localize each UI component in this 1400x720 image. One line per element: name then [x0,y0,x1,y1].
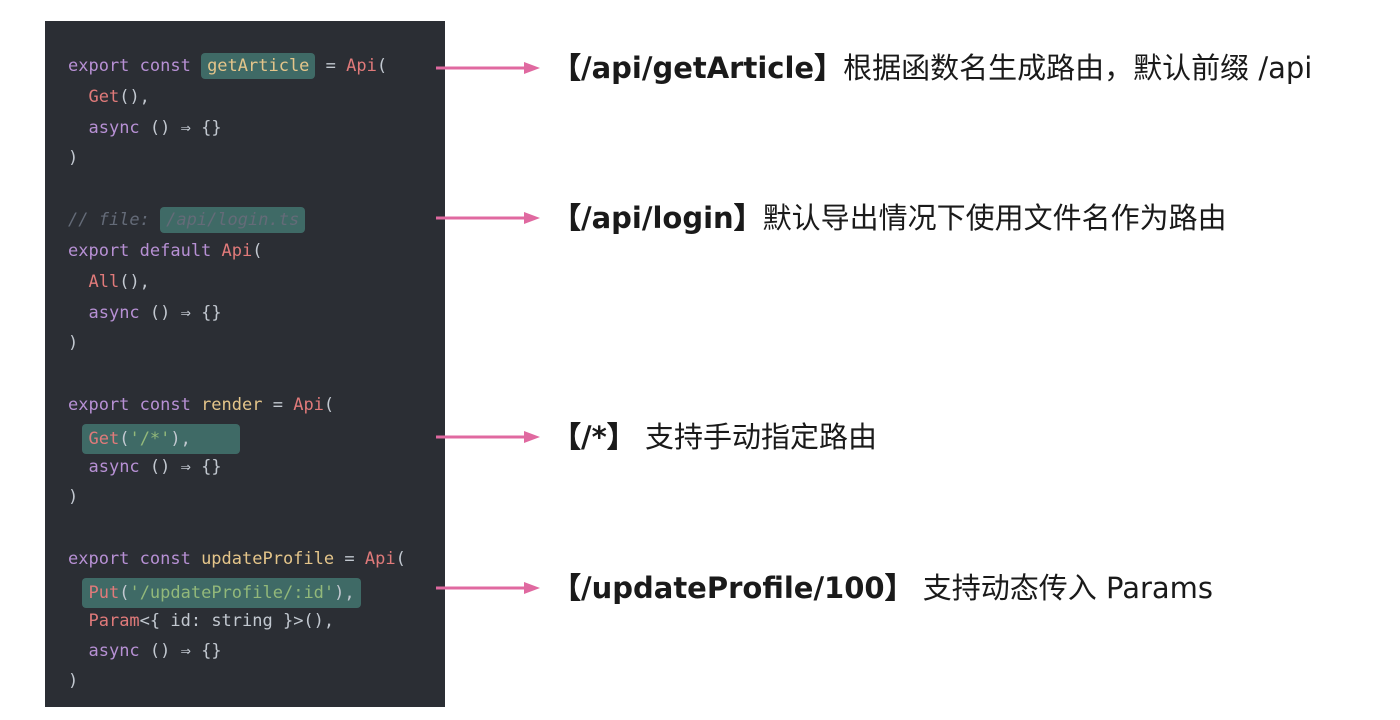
code-panel: export const getArticle = Api( Get(), as… [45,21,445,707]
annotation-login: 【/api/login】默认导出情况下使用文件名作为路由 [552,200,1227,236]
route-label: 【/api/getArticle】 [552,51,844,85]
code-text: () ⇒ {} [139,641,222,661]
code-line: ) [68,146,78,170]
code-text: ) [68,148,79,168]
code-text: ) [68,333,79,353]
code-line: export const updateProfile = Api( [68,547,406,571]
code-text: (), [119,87,150,107]
keyword-async: async [88,303,140,323]
api-call: Api [346,56,377,76]
keyword-export-const: export const [68,549,202,569]
method-call: Get [88,429,120,449]
annotation-render: 【/*】 支持手动指定路由 [552,419,877,455]
code-line: // file: /api/login.ts [68,207,306,233]
code-text: () ⇒ {} [139,457,222,477]
paren: ( [323,395,335,415]
keyword-export-const: export const [68,395,202,415]
code-text: (), [119,272,150,292]
code-line: Get('/*'), [68,424,241,454]
highlighted-function-name: getArticle [201,53,316,79]
method-call: Get [88,87,120,107]
annotation-getarticle: 【/api/getArticle】根据函数名生成路由，默认前缀 /api [552,50,1312,86]
method-call: All [88,272,120,292]
paren: ), [170,429,191,449]
code-text: () ⇒ {} [139,118,222,138]
keyword-export-default: export default [68,241,222,261]
api-call: Api [293,395,324,415]
string-literal: '/*' [129,429,171,449]
annotation-text: 根据函数名生成路由，默认前缀 /api [843,51,1313,85]
paren: ), [334,583,355,603]
code-line: export default Api( [68,239,263,263]
annotation-updateprofile: 【/updateProfile/100】 支持动态传入 Params [552,570,1213,606]
paren: ( [395,549,406,569]
operator: = [262,395,294,415]
annotation-text: 支持动态传入 Params [913,571,1214,605]
paren: ( [252,241,263,261]
annotation-text: 默认导出情况下使用文件名作为路由 [762,201,1227,235]
keyword-export-const: export const [68,56,202,76]
code-line: export const getArticle = Api( [68,53,388,79]
code-text: ) [68,671,79,691]
code-line: ) [68,485,78,509]
keyword-async: async [88,457,140,477]
method-call: Param [88,611,140,631]
highlighted-file-path: /api/login.ts [160,207,306,233]
code-line: Param<{ id: string }>(), [68,609,334,633]
code-text: <{ id: string }>(), [139,611,335,631]
method-call: Put [88,583,120,603]
operator: = [315,56,347,76]
function-name: render [201,395,263,415]
keyword-async: async [88,641,140,661]
paren: ( [376,56,388,76]
code-line: ) [68,331,78,355]
code-line: Put('/updateProfile/:id'), [68,578,361,608]
annotation-text: 支持手动指定路由 [635,420,877,454]
operator: = [334,549,365,569]
arrow-icon [436,62,540,74]
code-line: async () ⇒ {} [68,301,222,325]
code-comment: // file: [68,210,161,230]
highlighted-route-call: Put('/updateProfile/:id'), [82,578,361,608]
code-line: async () ⇒ {} [68,116,222,140]
code-line: export const render = Api( [68,393,334,417]
arrow-icon [436,212,540,224]
code-text: () ⇒ {} [139,303,222,323]
api-call: Api [221,241,253,261]
code-line: ) [68,669,78,693]
code-line: All(), [68,270,150,294]
arrow-icon [436,582,540,594]
route-label: 【/updateProfile/100】 [552,571,914,605]
code-line: Get(), [68,85,150,109]
function-name: updateProfile [201,549,335,569]
string-literal: '/updateProfile/:id' [129,583,335,603]
paren: ( [119,583,130,603]
code-line: async () ⇒ {} [68,455,222,479]
api-call: Api [364,549,396,569]
arrow-icon [436,431,540,443]
code-text: ) [68,487,79,507]
route-label: 【/api/login】 [552,201,763,235]
paren: ( [119,429,130,449]
route-label: 【/*】 [552,420,636,454]
highlighted-route-call: Get('/*'), [82,424,241,454]
keyword-async: async [88,118,140,138]
code-line: async () ⇒ {} [68,639,222,663]
